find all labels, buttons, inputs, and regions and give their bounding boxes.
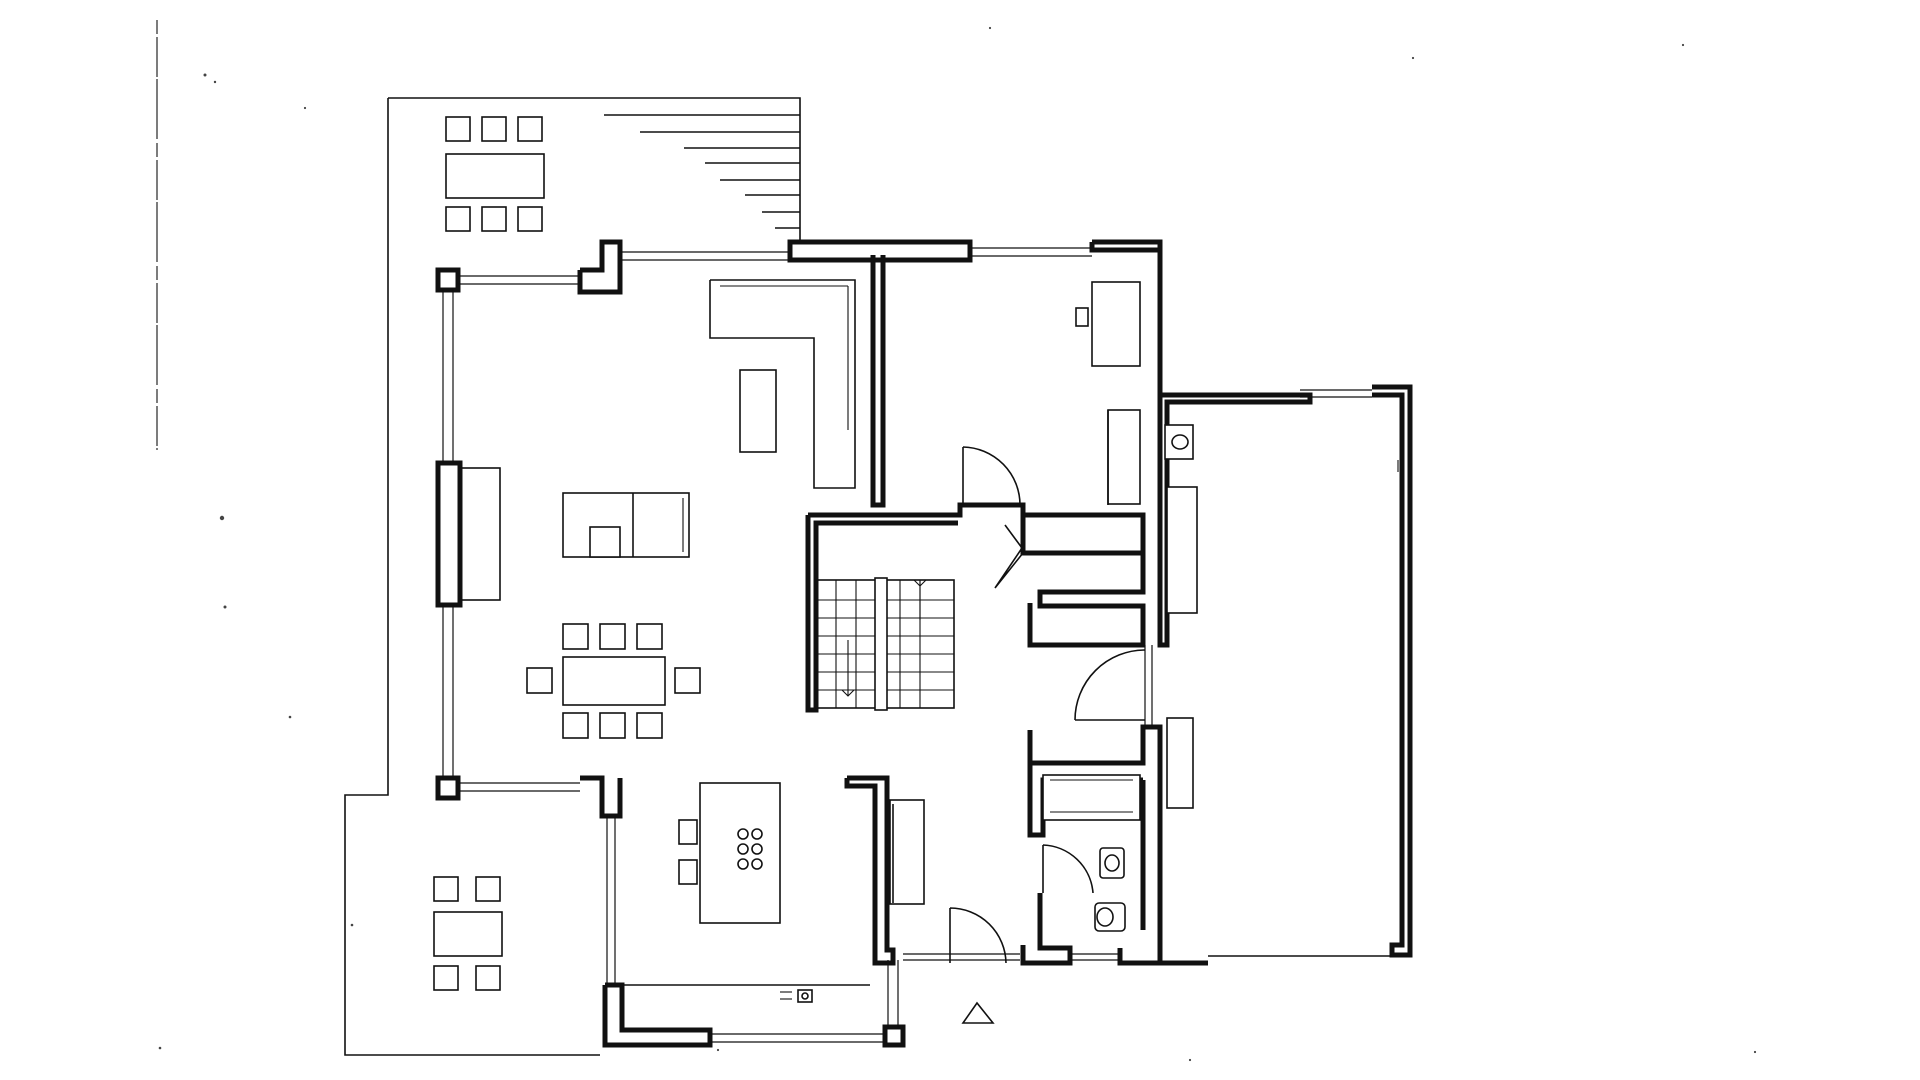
chair [517, 206, 543, 232]
chair [445, 206, 471, 232]
hob-burners [737, 828, 763, 870]
entrance-triangle-icon [961, 1001, 995, 1024]
chair [481, 116, 507, 142]
wc-basin [1099, 847, 1125, 879]
terrace-south-table-set [433, 876, 503, 991]
garage-sink [1164, 424, 1194, 460]
garage-cabinet [1166, 486, 1198, 614]
chair [526, 667, 553, 694]
entrance-door-swing [949, 907, 1007, 964]
bar-stool [678, 819, 698, 845]
chair [475, 876, 501, 902]
corner-pier [435, 775, 461, 801]
table [433, 911, 503, 957]
chair [674, 667, 701, 694]
study-walls [787, 239, 1313, 648]
terrace-north-table-set [445, 116, 545, 232]
living-room-walls [435, 239, 906, 1048]
stair [815, 577, 955, 711]
west-wall-pier [435, 460, 463, 608]
kitchen-counters [562, 279, 856, 558]
chair [636, 712, 663, 739]
terrace-steps [604, 114, 800, 229]
desk-chair [1075, 307, 1089, 327]
stair-handrail [874, 577, 888, 711]
wc-door-swing [1042, 844, 1094, 894]
kitchen-island [562, 492, 690, 558]
coat-cabinet [889, 799, 925, 905]
chair [599, 712, 626, 739]
table [445, 153, 545, 199]
study-door-swing [962, 446, 1021, 506]
dining-set [526, 623, 701, 739]
island-sink [589, 526, 621, 558]
corner-pier [882, 1024, 906, 1048]
chair [433, 876, 459, 902]
garage [1160, 384, 1413, 958]
fireplace-hearth [459, 467, 501, 601]
chair [599, 623, 626, 650]
chair [562, 623, 589, 650]
hall-wc-walls [903, 553, 1208, 966]
chair [475, 965, 501, 991]
chair [433, 965, 459, 991]
kitchen-sink-unit [739, 369, 777, 453]
study-north-wall [787, 239, 973, 263]
dining-table [562, 656, 666, 706]
chair [445, 116, 471, 142]
cooking-island [678, 782, 813, 1003]
chair [517, 116, 543, 142]
chair [562, 712, 589, 739]
stair-and-hall-walls [805, 502, 1146, 966]
bar-stool [678, 859, 698, 885]
scan-artifacts [156, 20, 1757, 1062]
terrace-outline [344, 97, 801, 1056]
corner-pier [435, 267, 461, 293]
entrance-marker [961, 1001, 995, 1024]
hall-door-swing [1074, 649, 1146, 721]
study-desk [1091, 281, 1141, 367]
pocket-door [994, 524, 1024, 589]
chair [636, 623, 663, 650]
chair [481, 206, 507, 232]
appliance-symbol [797, 989, 813, 1003]
study-cabinet [1107, 409, 1141, 505]
toilet [1094, 902, 1126, 932]
hall-doors [949, 446, 1146, 964]
garage-shelf [1166, 717, 1194, 809]
shower [1042, 774, 1141, 821]
